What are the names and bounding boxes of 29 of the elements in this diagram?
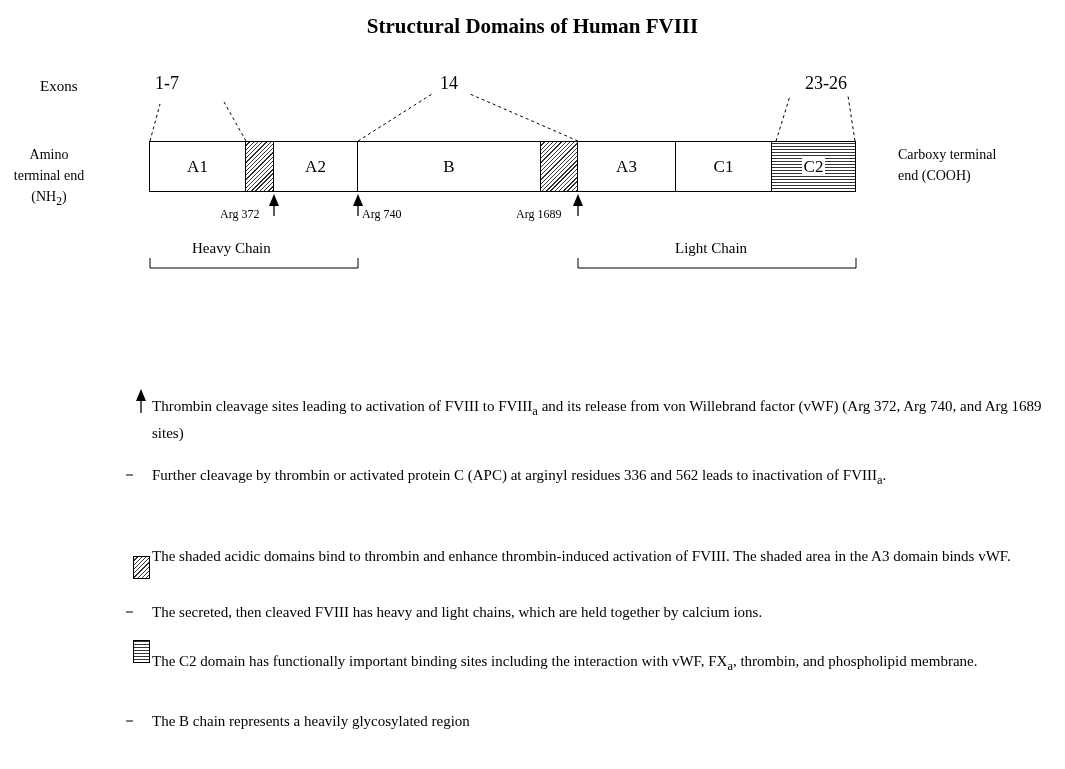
domain-label: A1 — [187, 156, 208, 177]
cleavage-label: Arg 372 — [220, 207, 260, 222]
domain-label: B — [443, 156, 455, 177]
domain-segment — [577, 141, 676, 192]
chain-label: Heavy Chain — [192, 240, 271, 257]
striped-domain — [771, 141, 856, 192]
legend-text: The B chain represents a heavily glycosylated region — [152, 712, 471, 731]
cleavage-label: Arg 1689 — [516, 207, 562, 222]
row-label: Exons — [40, 78, 78, 95]
domain-label: A3 — [616, 156, 637, 177]
hatched-domain — [540, 141, 578, 192]
exon-number: 14 — [440, 73, 458, 94]
domain-label: C2 — [801, 157, 826, 176]
exon-number: 1-7 — [155, 73, 179, 94]
legend-text: Further cleavage by thrombin or activated protein C (APC) at arginyl residues 336 and 562 leads to inactivation of FVIII$_{a}$. — [152, 466, 888, 489]
cleavage-label: Arg 740 — [362, 207, 402, 222]
domain-segment — [273, 141, 358, 192]
domain-label: C1 — [713, 156, 734, 177]
terminal-label: Amino terminal end (NH$_{2}$) — [12, 146, 86, 210]
exon-number: 23-26 — [805, 73, 847, 94]
legend-text: Thrombin cleavage sites leading to activation of FVIII to FVIII$_{a}$ and its release from von Willebrand factor (vWF) (Arg 372, Arg 740, and Arg 1689 sites) — [152, 397, 1043, 443]
legend-text: The shaded acidic domains bind to thrombin and enhance thrombin-induced activation of FVIII. The shaded area in the A3 domain binds vWF. — [152, 547, 1012, 566]
domain-label: A2 — [305, 156, 326, 177]
legend-text: The secreted, then cleaved FVIII has heavy and light chains, which are held together by calcium ions. — [152, 603, 764, 622]
terminal-label: Carboxy terminal end (COOH) — [898, 146, 998, 185]
title: Structural Domains of Human FVIII — [365, 14, 700, 39]
hatched-domain — [245, 141, 274, 192]
legend-text: The C2 domain has functionally important binding sites including the interaction with vWF, FX$_{a}$, thrombin, and phospholipid membrane. — [152, 652, 979, 675]
chain-label: Light Chain — [675, 240, 748, 257]
